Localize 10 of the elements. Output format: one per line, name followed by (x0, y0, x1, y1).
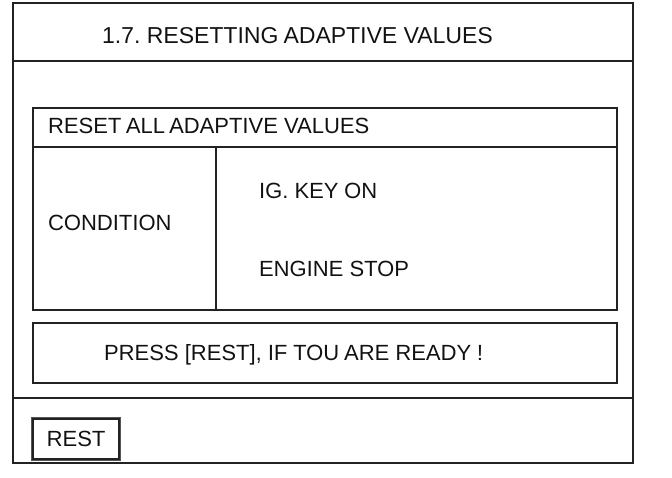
rest-button: REST (32, 418, 120, 460)
settings-panel (32, 107, 618, 311)
condition-cell (34, 146, 217, 309)
condition-item: ENGINE STOP (259, 256, 409, 282)
prompt-text: PRESS [REST], IF TOU ARE READY ! (104, 340, 483, 366)
condition-label: CONDITION (48, 210, 172, 236)
condition-item: IG. KEY ON (259, 178, 378, 204)
prompt-box (32, 322, 618, 384)
panel-heading: RESET ALL ADAPTIVE VALUES (48, 113, 370, 139)
screen-title: 1.7. RESETTING ADAPTIVE VALUES (102, 22, 493, 49)
